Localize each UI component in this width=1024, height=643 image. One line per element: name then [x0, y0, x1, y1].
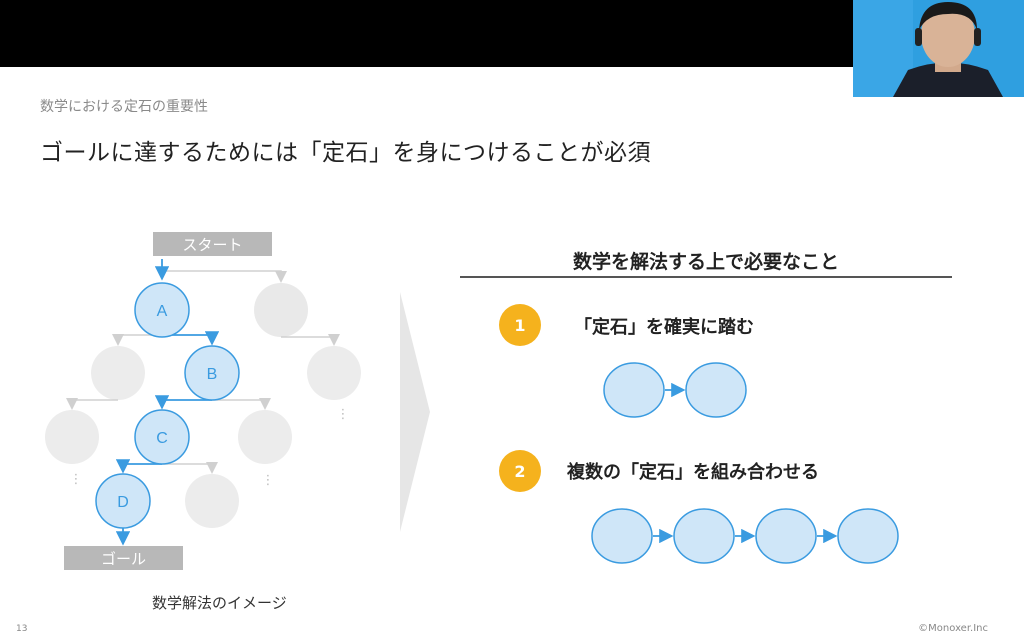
- solution-path-diagram: A B C D ⋮ ⋮ ⋮: [45, 259, 361, 546]
- node-a-label: A: [157, 303, 168, 320]
- page-number: 13: [16, 624, 28, 634]
- ghost-node: [91, 346, 145, 400]
- slide-title: ゴールに達するためには「定石」を身につけることが必須: [40, 140, 651, 166]
- ellipsis-mark: ⋮: [70, 472, 83, 487]
- node-d: D: [95, 473, 151, 529]
- node-d-label: D: [117, 494, 129, 511]
- ghost-connector: [162, 270, 287, 283]
- step-node: [603, 362, 665, 418]
- combined-steps-chain: [591, 508, 899, 564]
- chevron-right-icon: [400, 292, 430, 532]
- point-2-label: 複数の「定石」を組み合わせる: [567, 462, 819, 483]
- ghost-node: [185, 474, 239, 528]
- heading-divider: [460, 276, 952, 278]
- webcam-video-feed: [853, 0, 1024, 97]
- ellipsis-mark: ⋮: [262, 473, 275, 488]
- point-1-badge: 1: [499, 304, 541, 346]
- step-node: [837, 508, 899, 564]
- single-step-chain: [603, 362, 747, 418]
- step-node: [685, 362, 747, 418]
- path-connector-c-d: [115, 459, 162, 474]
- ellipsis-mark: ⋮: [337, 407, 350, 422]
- diagram-caption: 数学解法のイメージ: [152, 594, 287, 612]
- ghost-node: [45, 410, 99, 464]
- node-b: B: [184, 345, 240, 401]
- point-2-badge: 2: [499, 450, 541, 492]
- point-1-label: 「定石」を確実に踏む: [574, 317, 754, 338]
- copyright-notice: ©Monoxer.Inc: [918, 623, 988, 634]
- step-node: [673, 508, 735, 564]
- node-a: A: [134, 282, 190, 338]
- right-panel-heading: 数学を解法する上で必要なこと: [572, 251, 839, 273]
- ghost-node: [307, 346, 361, 400]
- ghost-connector: [212, 398, 271, 410]
- start-box: スタート: [153, 232, 272, 256]
- slide-subtitle: 数学における定石の重要性: [40, 99, 208, 115]
- step-node: [591, 508, 653, 564]
- ghost-node: [254, 283, 308, 337]
- node-c: C: [134, 409, 190, 465]
- node-c-label: C: [156, 430, 168, 447]
- path-connector-a-b: [162, 331, 220, 346]
- path-connector-b-c: [154, 395, 212, 410]
- ghost-connector: [162, 462, 218, 474]
- ghost-connector: [66, 398, 118, 410]
- goal-box: ゴール: [64, 546, 183, 570]
- step-node: [755, 508, 817, 564]
- node-b-label: B: [207, 366, 218, 383]
- ghost-node: [238, 410, 292, 464]
- ghost-connector: [281, 334, 340, 346]
- ghost-connector: [112, 334, 162, 346]
